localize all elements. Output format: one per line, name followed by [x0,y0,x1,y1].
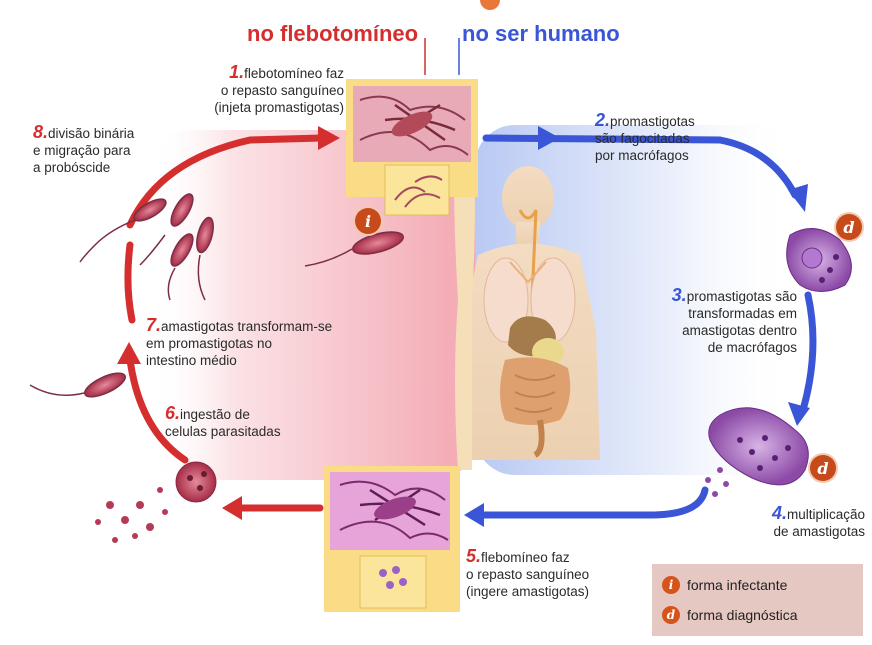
step-8-label: 8.divisão binária e migração para a prob… [33,124,134,176]
ingested-cells-illustration [95,462,216,543]
step-2-label: 2.promastigotas são fagocitadas por macr… [595,112,695,164]
legend-diagnostic-label: forma diagnóstica [687,607,798,623]
legend-row-infective: i forma infectante [662,576,787,594]
human-section-header: no ser humano [462,21,620,47]
infective-form-icon: i [662,576,680,594]
diagnostic-form-badge-multiplication: d [810,455,836,481]
diagnostic-form-icon: d [662,606,680,624]
legend-box: i forma infectante d forma diagnóstica [652,564,863,636]
step-3-label: 3.promastigotas são transformadas em ama… [637,287,797,356]
top-marker [480,0,500,10]
vector-section-header: no flebotomíneo [247,21,418,47]
legend-infective-label: forma infectante [687,577,787,593]
midgut-promastigote-illustration [30,368,128,401]
diagnostic-form-badge-macrophage: d [836,214,862,240]
infective-form-badge: i [355,208,381,234]
step-5-label: 5.flebomíneo faz o repasto sanguíneo (in… [466,548,589,600]
sandfly-injecting-box [346,79,478,215]
step-4-label: 4.multiplicação de amastigotas [745,505,865,540]
step-6-label: 6.ingestão de celulas parasitadas [165,405,281,440]
legend-row-diagnostic: d forma diagnóstica [662,606,798,624]
sandfly-feeding-box [324,466,460,612]
step-1-label: 1.flebotomíneo faz o repasto sanguíneo (… [196,64,344,116]
step-7-label: 7.amastigotas transformam-se em promasti… [146,317,332,369]
